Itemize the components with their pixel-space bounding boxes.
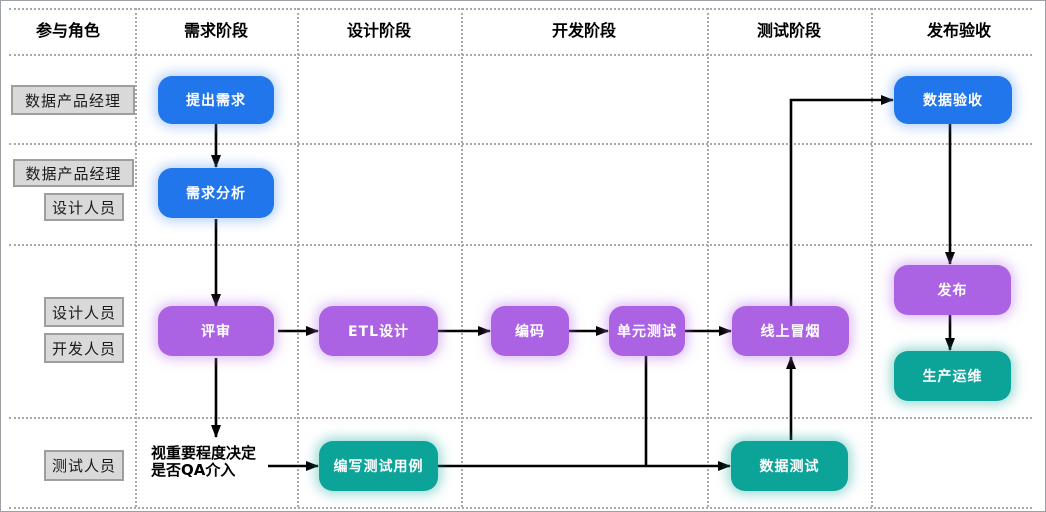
column-divider-4 — [707, 8, 709, 507]
node-release: 发布 — [894, 265, 1011, 315]
column-header-roles: 参与角色 — [35, 21, 100, 40]
column-header-release: 发布验收 — [926, 21, 991, 40]
role-tester: 测试人员 — [44, 450, 124, 481]
role-developer: 开发人员 — [44, 333, 124, 363]
node-production-ops: 生产运维 — [894, 351, 1011, 401]
column-header-design: 设计阶段 — [346, 21, 411, 40]
qa-note-line2: 是否QA介入 — [151, 461, 236, 479]
column-header-testing: 测试阶段 — [756, 21, 821, 40]
column-divider-2 — [297, 8, 299, 507]
row-divider-top — [9, 8, 1032, 10]
row-divider-header — [9, 54, 1032, 56]
node-unit-test: 单元测试 — [609, 306, 685, 356]
row-divider-bottom — [9, 507, 1032, 509]
column-divider-5 — [871, 8, 873, 507]
node-requirement-analysis: 需求分析 — [158, 168, 274, 218]
qa-note-line1: 视重要程度决定 — [151, 444, 257, 462]
role-data-product-manager-1: 数据产品经理 — [11, 85, 135, 115]
node-review: 评审 — [158, 306, 274, 356]
column-divider-1 — [135, 8, 137, 507]
node-etl-design: ETL设计 — [319, 306, 438, 356]
node-online-smoke: 线上冒烟 — [732, 306, 849, 356]
role-designer-1: 设计人员 — [44, 193, 124, 221]
column-divider-3 — [461, 8, 463, 507]
column-header-development: 开发阶段 — [551, 21, 616, 40]
column-header-requirement: 需求阶段 — [183, 21, 248, 40]
node-propose-requirement: 提出需求 — [158, 76, 274, 124]
node-coding: 编码 — [491, 306, 569, 356]
node-data-acceptance: 数据验收 — [894, 76, 1012, 124]
role-designer-2: 设计人员 — [44, 297, 124, 327]
node-write-test-cases: 编写测试用例 — [319, 441, 438, 491]
row-divider-1 — [9, 143, 1032, 145]
arrow-smoke-to-acceptance — [789, 95, 894, 306]
role-data-product-manager-2: 数据产品经理 — [13, 159, 134, 187]
node-data-test: 数据测试 — [731, 441, 848, 491]
row-divider-2 — [9, 244, 1032, 246]
qa-note: 视重要程度决定 是否QA介入 — [151, 445, 281, 479]
row-divider-3 — [9, 417, 1032, 419]
